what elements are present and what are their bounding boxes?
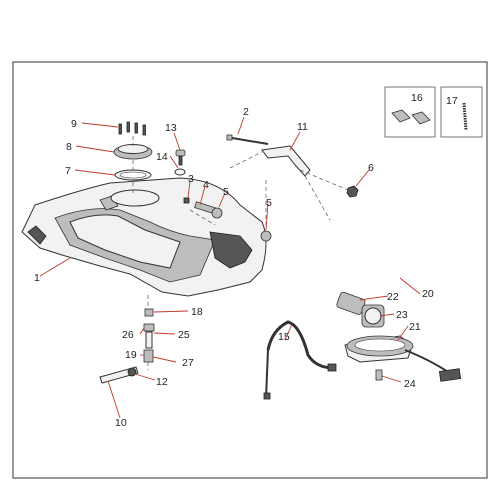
- leader-lines: [39, 116, 421, 419]
- callout-labels: 9 8 7 1 2 13 14 3 4 5 5 11 6 16 17 18 25…: [34, 92, 458, 429]
- callout-22: 22: [387, 291, 399, 303]
- assembly-lines: [132, 136, 349, 370]
- fuel-pump-assembly: [336, 291, 462, 382]
- sensor-24: [375, 369, 383, 381]
- callout-13: 13: [165, 122, 177, 134]
- pump-motor-22: [336, 291, 366, 315]
- callout-9: 9: [71, 118, 77, 130]
- callout-27: 27: [182, 357, 194, 369]
- callout-5b: 5: [266, 197, 272, 209]
- callout-19: 19: [125, 349, 137, 361]
- callout-10: 10: [115, 417, 127, 429]
- long-bolt: [226, 134, 269, 145]
- callout-26: 26: [122, 329, 134, 341]
- callout-12: 12: [156, 376, 168, 388]
- pump-connector: [438, 368, 462, 382]
- callout-21: 21: [409, 321, 421, 333]
- callout-11: 11: [297, 121, 308, 133]
- fuel-tank: [21, 177, 267, 297]
- callout-2: 2: [243, 106, 249, 118]
- kit-box-17: [440, 86, 483, 138]
- callout-3: 3: [188, 173, 194, 185]
- callout-16: 16: [411, 92, 423, 104]
- callout-7: 7: [65, 165, 71, 177]
- vent-screw: [175, 149, 186, 166]
- callout-6: 6: [368, 162, 374, 174]
- connector-25: [145, 331, 153, 349]
- connector-26: [143, 323, 155, 332]
- cap-screws: [118, 121, 146, 136]
- diagram-border: [12, 61, 488, 479]
- breather-hose: [263, 320, 337, 400]
- fitting-27: [143, 349, 154, 363]
- callout-4: 4: [203, 179, 209, 191]
- pump-wire: [404, 349, 449, 373]
- callout-24: 24: [404, 378, 416, 390]
- callout-5a: 5: [223, 186, 229, 198]
- callout-14: 14: [156, 151, 168, 163]
- callout-8: 8: [66, 141, 72, 153]
- callout-25: 25: [178, 329, 190, 341]
- hex-nut: [346, 185, 359, 198]
- callout-18: 18: [191, 306, 203, 318]
- callout-23: 23: [396, 309, 408, 321]
- callout-15: 15: [278, 331, 290, 343]
- kit-box-16: [384, 86, 436, 138]
- fuel-connector-assembly: [99, 308, 155, 384]
- callout-17: 17: [446, 95, 458, 107]
- filler-cap-assembly: [113, 121, 153, 181]
- o-ring: [174, 168, 186, 176]
- rubber-bush-2: [260, 230, 272, 242]
- rubber-bush-1: [211, 207, 223, 219]
- callout-20: 20: [422, 288, 434, 300]
- callout-1: 1: [34, 272, 40, 284]
- clip-12: [127, 367, 137, 377]
- connector-18: [144, 308, 154, 317]
